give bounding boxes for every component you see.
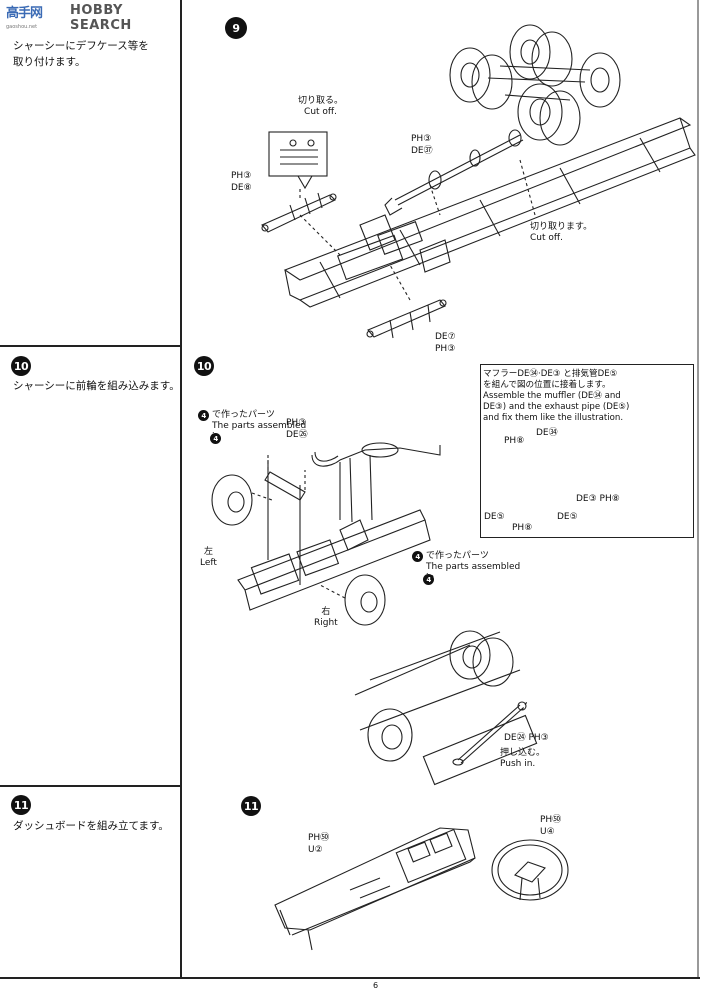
dashboard-drawing	[274, 827, 476, 951]
de8-label: DE⑧	[231, 183, 252, 193]
step-10-instruction: シャーシーに前輪を組み込みます。	[13, 380, 180, 392]
callout-de5-label-b: DE⑤	[557, 512, 578, 522]
de37-label: DE㊲	[411, 146, 433, 156]
ref-step-4-badge-left: 4	[198, 410, 209, 421]
push-in-label: 押し込む。 Push in.	[500, 748, 546, 769]
lower-chassis-drawing	[354, 630, 538, 786]
ph51-label-b: PH㊿	[540, 815, 562, 825]
bracket-upper-drawing	[261, 192, 337, 233]
logo-subtext: gaoshou.net	[6, 24, 38, 30]
callout-de34-label: DE㉞	[536, 428, 558, 438]
step-10-number: 10	[194, 356, 214, 376]
ph51-label-a: PH㊿	[308, 833, 330, 843]
callout-ph8-label-b: PH⑧	[512, 523, 533, 533]
driveshaft-drawing	[384, 129, 524, 216]
ph3-label-c: PH③	[435, 344, 456, 354]
ref-step-4-badge-right-inline: 4	[423, 574, 434, 585]
de7-label: DE⑦	[435, 332, 456, 342]
step-divider-10-11	[0, 785, 181, 787]
cut-off-right-label: 切り取ります。 Cut off.	[530, 222, 593, 243]
de24-ph3-label: DE㉔ PH③	[504, 733, 549, 743]
right-label: 右 Right	[314, 607, 338, 628]
chassis-frame-drawing	[283, 117, 696, 308]
callout-de5-label-a: DE⑤	[484, 512, 505, 522]
u2-label: U②	[308, 845, 323, 855]
logo-text-cn: 高手网	[6, 6, 43, 21]
step-11-number: 11	[241, 796, 261, 816]
muffler-callout-text: マフラーDE㉞·DE③ と排気管DE⑤ を組んで図の位置に接着します。 Asse…	[483, 369, 630, 423]
logo-text-en: HOBBY SEARCH	[70, 3, 132, 33]
step-divider-9-10	[0, 345, 181, 347]
step-11-number-left: 11	[11, 795, 31, 815]
u4-label: U④	[540, 827, 555, 837]
page-frame-bottom	[0, 977, 700, 979]
steering-wheel-drawing	[491, 839, 569, 901]
column-divider	[180, 0, 182, 978]
bracket-lower-drawing	[366, 299, 447, 339]
step-9-instruction: シャーシーにデフケース等を 取り付けます。	[13, 40, 149, 68]
ref-step-4-badge-right: 4	[412, 551, 423, 562]
step-11-instruction: ダッシュボードを組み立てます。	[13, 820, 169, 832]
step-10-number-left: 10	[11, 356, 31, 376]
front-chassis-drawing	[211, 460, 431, 626]
callout-de3-ph8-label: DE③ PH⑧	[576, 494, 620, 504]
ref-step-4-badge-left-inline: 4	[210, 433, 221, 444]
page-frame-right	[697, 0, 699, 978]
callout-ph8-label-a: PH⑧	[504, 436, 525, 446]
step-9-number: 9	[225, 17, 247, 39]
ph3-label-a: PH③	[411, 134, 432, 144]
cut-off-detail-box	[268, 131, 328, 190]
page-number: 6	[373, 981, 379, 990]
left-label: 左 Left	[200, 547, 217, 568]
cut-off-top-label: 切り取る。 Cut off.	[298, 96, 344, 117]
ph3-label-d: PH③	[286, 418, 307, 428]
watermark-logo: 高手网 HOBBY SEARCH gaoshou.net	[0, 0, 170, 33]
exhaust-pipe-drawing	[311, 442, 441, 523]
muffler-callout-box	[480, 364, 694, 538]
ph3-label-b: PH③	[231, 171, 252, 181]
rear-wheels-drawing	[449, 24, 621, 146]
de26-label: DE㉖	[286, 430, 308, 440]
parts-assembled-right-label: で作ったパーツ The parts assembled in	[426, 551, 521, 583]
